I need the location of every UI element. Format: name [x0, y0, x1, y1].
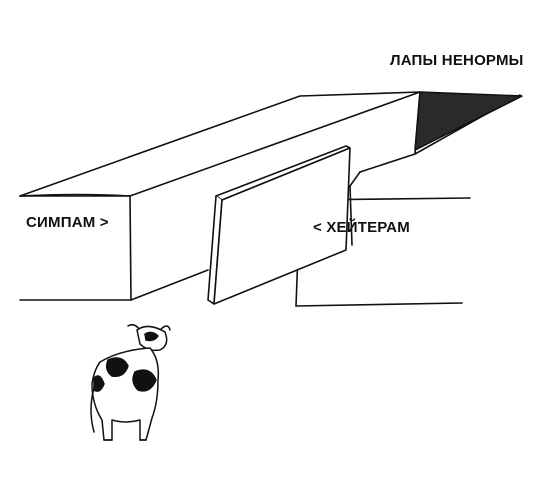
- cow-spot-3: [93, 375, 105, 392]
- far-opening-shadow: [414, 91, 523, 151]
- cow-head-patch: [144, 331, 159, 342]
- label-right-path: < ХЕЙТЕРАМ: [313, 219, 410, 236]
- cow-spot-1: [105, 357, 129, 378]
- label-far-end: ЛАПЫ НЕНОРМЫ: [390, 52, 524, 69]
- cow-spot-2: [132, 369, 157, 392]
- label-left-path: СИМПАМ >: [26, 214, 109, 231]
- middle-panel: [207, 145, 351, 305]
- cow-figure: [90, 323, 171, 441]
- left-wall: [19, 91, 421, 301]
